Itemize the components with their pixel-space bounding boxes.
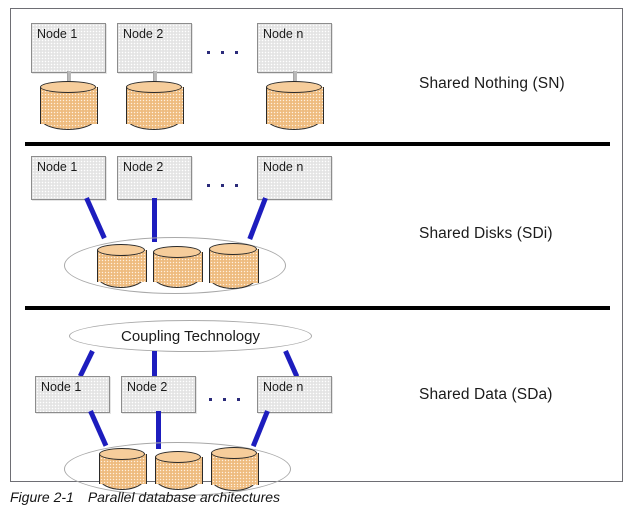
node-ellipsis [209, 398, 240, 401]
coupling-node-link [77, 349, 95, 378]
node-box[interactable]: Node n [257, 156, 332, 200]
ellipsis-dot [237, 398, 240, 401]
disk-cylinder [126, 81, 184, 130]
ellipsis-dot [221, 184, 224, 187]
figure-frame: Node 1 Node 2 Node n [10, 8, 624, 496]
node-label: Node 1 [41, 380, 82, 394]
disk-top [153, 246, 201, 258]
node-label: Node n [263, 27, 304, 41]
node-box[interactable]: Node 1 [31, 23, 106, 73]
shared-disk-oval [64, 237, 286, 294]
disk-cylinder [99, 448, 147, 490]
node-box[interactable]: Node 2 [117, 23, 192, 73]
node-label: Node n [263, 380, 304, 394]
node-label: Node n [263, 160, 304, 174]
coupling-node-link [283, 349, 300, 378]
ellipsis-dot [209, 398, 212, 401]
ellipsis-dot [235, 51, 238, 54]
ellipsis-dot [207, 184, 210, 187]
node-box[interactable]: Node 1 [31, 156, 106, 200]
disk-top [211, 447, 257, 459]
architecture-label-shared-data: Shared Data (SDa) [419, 386, 553, 403]
disk-top [99, 448, 145, 460]
node-box[interactable]: Node n [257, 23, 332, 73]
disk-top [155, 451, 201, 463]
node-box[interactable]: Node n [257, 376, 332, 413]
node-label: Node 1 [37, 27, 78, 41]
figure-caption-number: Figure 2-1 [10, 489, 74, 505]
figure-caption-text: Parallel database architectures [87, 489, 281, 505]
node-label: Node 2 [123, 27, 164, 41]
disk-body [99, 454, 147, 484]
coupling-technology-label: Coupling Technology [121, 327, 260, 345]
node-box[interactable]: Node 1 [35, 376, 110, 413]
architecture-label-shared-nothing: Shared Nothing (SN) [419, 75, 565, 92]
ellipsis-dot [223, 398, 226, 401]
node-box[interactable]: Node 2 [117, 156, 192, 200]
disk-cylinder [211, 447, 259, 491]
disk-top [266, 81, 322, 93]
node-storage-link [88, 409, 109, 447]
section-divider [25, 142, 610, 146]
figure-caption: Figure 2-1 Parallel database architecture… [10, 489, 280, 505]
node-disk-connector [153, 71, 157, 87]
disk-cylinder [209, 243, 259, 289]
disk-cylinder [155, 451, 203, 490]
disk-top [40, 81, 96, 93]
disk-cylinder [40, 81, 98, 130]
node-storage-link [247, 197, 268, 240]
coupling-technology-oval: Coupling Technology [69, 320, 312, 352]
disk-cylinder [153, 246, 203, 288]
node-storage-link [152, 198, 157, 242]
section-shared-data: Coupling Technology Node 1 Node 2 Node n [11, 308, 624, 496]
coupling-node-link [152, 351, 157, 379]
section-shared-disks: Node 1 Node 2 Node n [11, 144, 624, 308]
node-ellipsis [207, 51, 238, 54]
node-storage-link [250, 410, 270, 448]
disk-body [126, 87, 184, 124]
node-label: Node 2 [127, 380, 168, 394]
node-ellipsis [207, 184, 238, 187]
disk-body [266, 87, 324, 124]
disk-body [97, 250, 147, 282]
architecture-label-shared-disks: Shared Disks (SDi) [419, 225, 553, 242]
node-label: Node 1 [37, 160, 78, 174]
disk-cylinder [97, 244, 147, 288]
node-disk-connector [293, 71, 297, 87]
shared-disk-oval [64, 442, 291, 496]
section-divider [25, 306, 610, 310]
disk-cylinder [266, 81, 324, 130]
disk-top [209, 243, 257, 255]
ellipsis-dot [221, 51, 224, 54]
disk-top [126, 81, 182, 93]
ellipsis-dot [235, 184, 238, 187]
node-label: Node 2 [123, 160, 164, 174]
disk-body [40, 87, 98, 124]
node-box[interactable]: Node 2 [121, 376, 196, 413]
disk-top [97, 244, 145, 256]
node-storage-link [156, 411, 161, 449]
node-disk-connector [67, 71, 71, 87]
node-storage-link [84, 196, 107, 240]
ellipsis-dot [207, 51, 210, 54]
section-shared-nothing: Node 1 Node 2 Node n [11, 9, 624, 144]
